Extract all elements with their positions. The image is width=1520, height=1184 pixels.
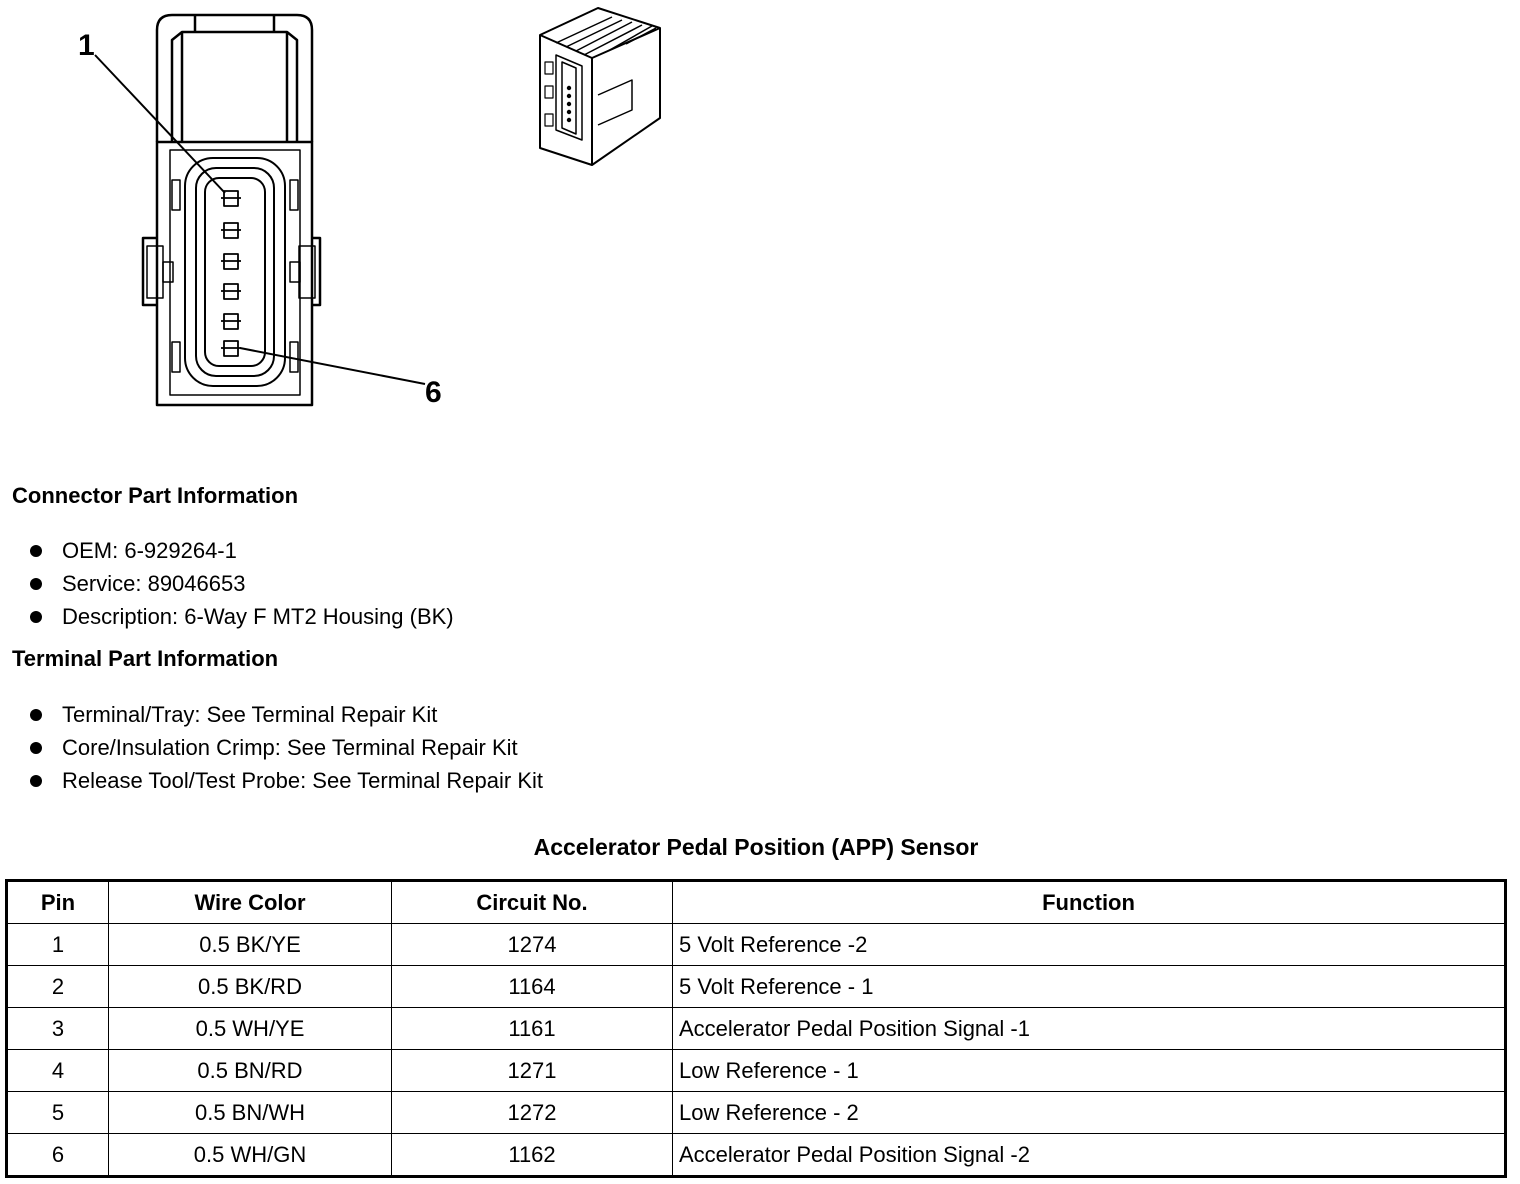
connector-part-info-heading: Connector Part Information	[12, 483, 299, 508]
connector-face-view	[94, 13, 426, 407]
cell-circuit-no: 1162	[391, 1133, 673, 1177]
list-item-text: Release Tool/Test Probe: See Terminal Re…	[62, 768, 543, 793]
cell-function: Low Reference - 1	[672, 1049, 1506, 1092]
bullet-icon	[30, 709, 42, 721]
bullet-icon	[30, 578, 42, 590]
cell-function: Low Reference - 2	[672, 1091, 1506, 1134]
table-row: 1 0.5 BK/YE 1274 5 Volt Reference -2	[6, 923, 1506, 966]
callout-pin-6: 6	[425, 376, 442, 409]
cell-pin: 1	[6, 923, 109, 966]
list-item-text: Terminal/Tray: See Terminal Repair Kit	[62, 702, 438, 727]
table-title: Accelerator Pedal Position (APP) Sensor	[533, 834, 979, 860]
cell-function: Accelerator Pedal Position Signal -2	[672, 1133, 1506, 1177]
cell-circuit-no: 1271	[391, 1049, 673, 1092]
cell-pin: 2	[6, 965, 109, 1008]
header-pin: Pin	[6, 880, 109, 924]
table-row: 3 0.5 WH/YE 1161 Accelerator Pedal Posit…	[6, 1007, 1506, 1050]
connector-isometric-view	[539, 7, 661, 166]
cell-function: 5 Volt Reference - 1	[672, 965, 1506, 1008]
bullet-icon	[30, 742, 42, 754]
bullet-icon	[30, 545, 42, 557]
table-row: 4 0.5 BN/RD 1271 Low Reference - 1	[6, 1049, 1506, 1092]
table-header-row: Pin Wire Color Circuit No. Function	[6, 880, 1506, 924]
list-item: OEM: 6-929264-1	[0, 534, 454, 567]
callout-pin-1: 1	[78, 29, 95, 62]
table-row: 2 0.5 BK/RD 1164 5 Volt Reference - 1	[6, 965, 1506, 1008]
list-item-text: Core/Insulation Crimp: See Terminal Repa…	[62, 735, 518, 760]
list-item: Terminal/Tray: See Terminal Repair Kit	[0, 698, 543, 731]
cell-wire-color: 0.5 BN/WH	[108, 1091, 392, 1134]
header-wire-color: Wire Color	[108, 880, 392, 924]
cell-pin: 3	[6, 1007, 109, 1050]
bullet-icon	[30, 611, 42, 623]
connector-part-info-list: OEM: 6-929264-1 Service: 89046653 Descri…	[0, 534, 454, 633]
list-item: Core/Insulation Crimp: See Terminal Repa…	[0, 731, 543, 764]
list-item-text: OEM: 6-929264-1	[62, 538, 237, 563]
terminal-part-info-list: Terminal/Tray: See Terminal Repair Kit C…	[0, 698, 543, 797]
cell-circuit-no: 1272	[391, 1091, 673, 1134]
cell-wire-color: 0.5 WH/GN	[108, 1133, 392, 1177]
cell-pin: 4	[6, 1049, 109, 1092]
table-row: 6 0.5 WH/GN 1162 Accelerator Pedal Posit…	[6, 1133, 1506, 1177]
terminal-part-info-heading: Terminal Part Information	[12, 646, 279, 671]
table-row: 5 0.5 BN/WH 1272 Low Reference - 2	[6, 1091, 1506, 1134]
list-item-text: Service: 89046653	[62, 571, 246, 596]
connector-diagram: 1 6	[78, 7, 661, 409]
cell-circuit-no: 1161	[391, 1007, 673, 1050]
cell-wire-color: 0.5 WH/YE	[108, 1007, 392, 1050]
bullet-icon	[30, 775, 42, 787]
header-function: Function	[672, 880, 1506, 924]
cell-circuit-no: 1164	[391, 965, 673, 1008]
cell-circuit-no: 1274	[391, 923, 673, 966]
list-item: Service: 89046653	[0, 567, 454, 600]
cell-function: Accelerator Pedal Position Signal -1	[672, 1007, 1506, 1050]
cell-pin: 6	[6, 1133, 109, 1177]
cell-wire-color: 0.5 BN/RD	[108, 1049, 392, 1092]
cell-wire-color: 0.5 BK/YE	[108, 923, 392, 966]
list-item: Description: 6-Way F MT2 Housing (BK)	[0, 600, 454, 633]
cell-wire-color: 0.5 BK/RD	[108, 965, 392, 1008]
list-item: Release Tool/Test Probe: See Terminal Re…	[0, 764, 543, 797]
list-item-text: Description: 6-Way F MT2 Housing (BK)	[62, 604, 454, 629]
header-circuit-no: Circuit No.	[391, 880, 673, 924]
pinout-table: Pin Wire Color Circuit No. Function 1 0.…	[5, 879, 1507, 1178]
cell-function: 5 Volt Reference -2	[672, 923, 1506, 966]
cell-pin: 5	[6, 1091, 109, 1134]
